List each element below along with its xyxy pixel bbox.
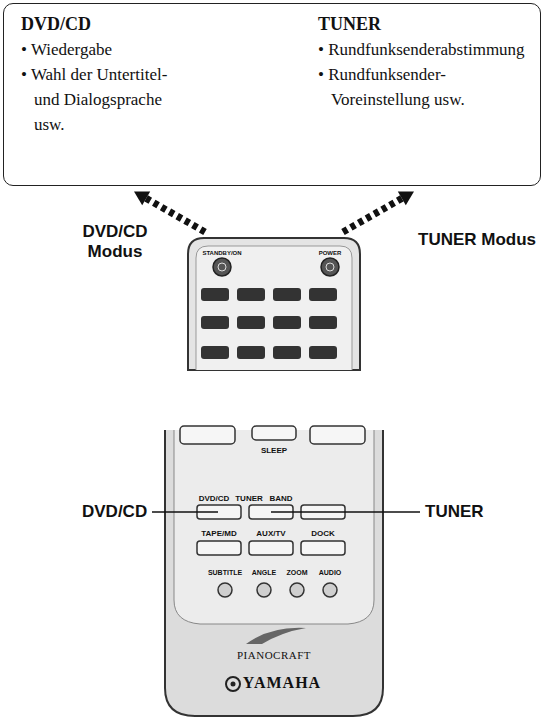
key: [237, 288, 265, 301]
mode-heading: TUNER: [318, 12, 526, 37]
key-label: DOCK: [311, 529, 335, 538]
key-label: TAPE/MD: [201, 529, 236, 538]
key: [201, 288, 229, 301]
key: [273, 346, 301, 359]
logo-swoosh: [246, 628, 306, 644]
yamaha-emblem-center: [231, 682, 236, 687]
key-label: ZOOM: [287, 569, 308, 577]
text-column: TUNER• Rundfunksenderabstimmung• Rundfun…: [318, 12, 526, 112]
round-key: [323, 583, 337, 597]
remote-outline: [165, 430, 383, 716]
key-label: AUDIO: [319, 569, 342, 577]
key: [201, 316, 229, 329]
key: [273, 288, 301, 301]
round-keys: [218, 583, 337, 597]
dotted-arrow: [343, 198, 402, 232]
bullet-item: • Wahl der Untertitel- und Dialogsprache…: [21, 62, 171, 137]
key: [252, 426, 296, 440]
remote-body: [188, 238, 360, 370]
bullet-item: • Rundfunksenderabstimmung: [318, 37, 526, 62]
callout-label: DVD/CD: [82, 502, 147, 522]
key: [201, 346, 229, 359]
key-label: BAND: [269, 494, 292, 503]
mode-label: TUNER Modus: [418, 230, 536, 250]
mode-label: DVD/CD Modus: [75, 222, 155, 261]
brand-logo: YAMAHA: [243, 674, 321, 692]
key: [237, 346, 265, 359]
arrow-head: [398, 192, 414, 206]
round-key: [218, 583, 232, 597]
yamaha-emblem: [226, 677, 240, 691]
key: [309, 316, 337, 329]
key-label: DVD/CD: [199, 494, 230, 503]
standby-button: [213, 258, 231, 276]
key: [310, 426, 365, 444]
key: [237, 316, 265, 329]
key-label: ANGLE: [252, 569, 277, 577]
key-label: POWER: [319, 250, 342, 257]
key-label: TUNER: [235, 494, 263, 503]
bullet-item: • Rundfunksender- Voreinstellung usw.: [318, 62, 526, 112]
remote-face: [196, 246, 352, 370]
key: [301, 541, 345, 555]
button-grid: [201, 288, 337, 359]
button-mark: [326, 263, 334, 271]
bullet-item: • Wiedergabe: [21, 37, 171, 62]
key-label: SUBTITLE: [208, 569, 242, 577]
key: [309, 346, 337, 359]
key: [197, 541, 241, 555]
info-box: DVD/CD• Wiedergabe• Wahl der Untertitel-…: [3, 3, 541, 186]
key-label: STANDBY/ON: [202, 250, 241, 257]
button-mark: [218, 263, 226, 271]
key: [273, 316, 301, 329]
arrow-head: [134, 192, 150, 206]
remote-face: [174, 430, 374, 624]
text-column: DVD/CD• Wiedergabe• Wahl der Untertitel-…: [21, 12, 171, 137]
brand-logo: PIANOCRAFT: [237, 649, 311, 662]
mode-heading: DVD/CD: [21, 12, 171, 37]
dotted-arrow: [146, 198, 205, 232]
round-key: [257, 583, 271, 597]
key-label: SLEEP: [261, 446, 287, 455]
key: [309, 288, 337, 301]
leader-line: [152, 511, 218, 513]
key-label: AUX/TV: [256, 529, 285, 538]
key: [249, 541, 293, 555]
remote-body: [165, 430, 383, 716]
leader-line: [271, 511, 420, 513]
keys: [180, 426, 365, 555]
key: [180, 426, 235, 444]
power-button: [321, 258, 339, 276]
callout-label: TUNER: [425, 502, 484, 522]
round-key: [290, 583, 304, 597]
